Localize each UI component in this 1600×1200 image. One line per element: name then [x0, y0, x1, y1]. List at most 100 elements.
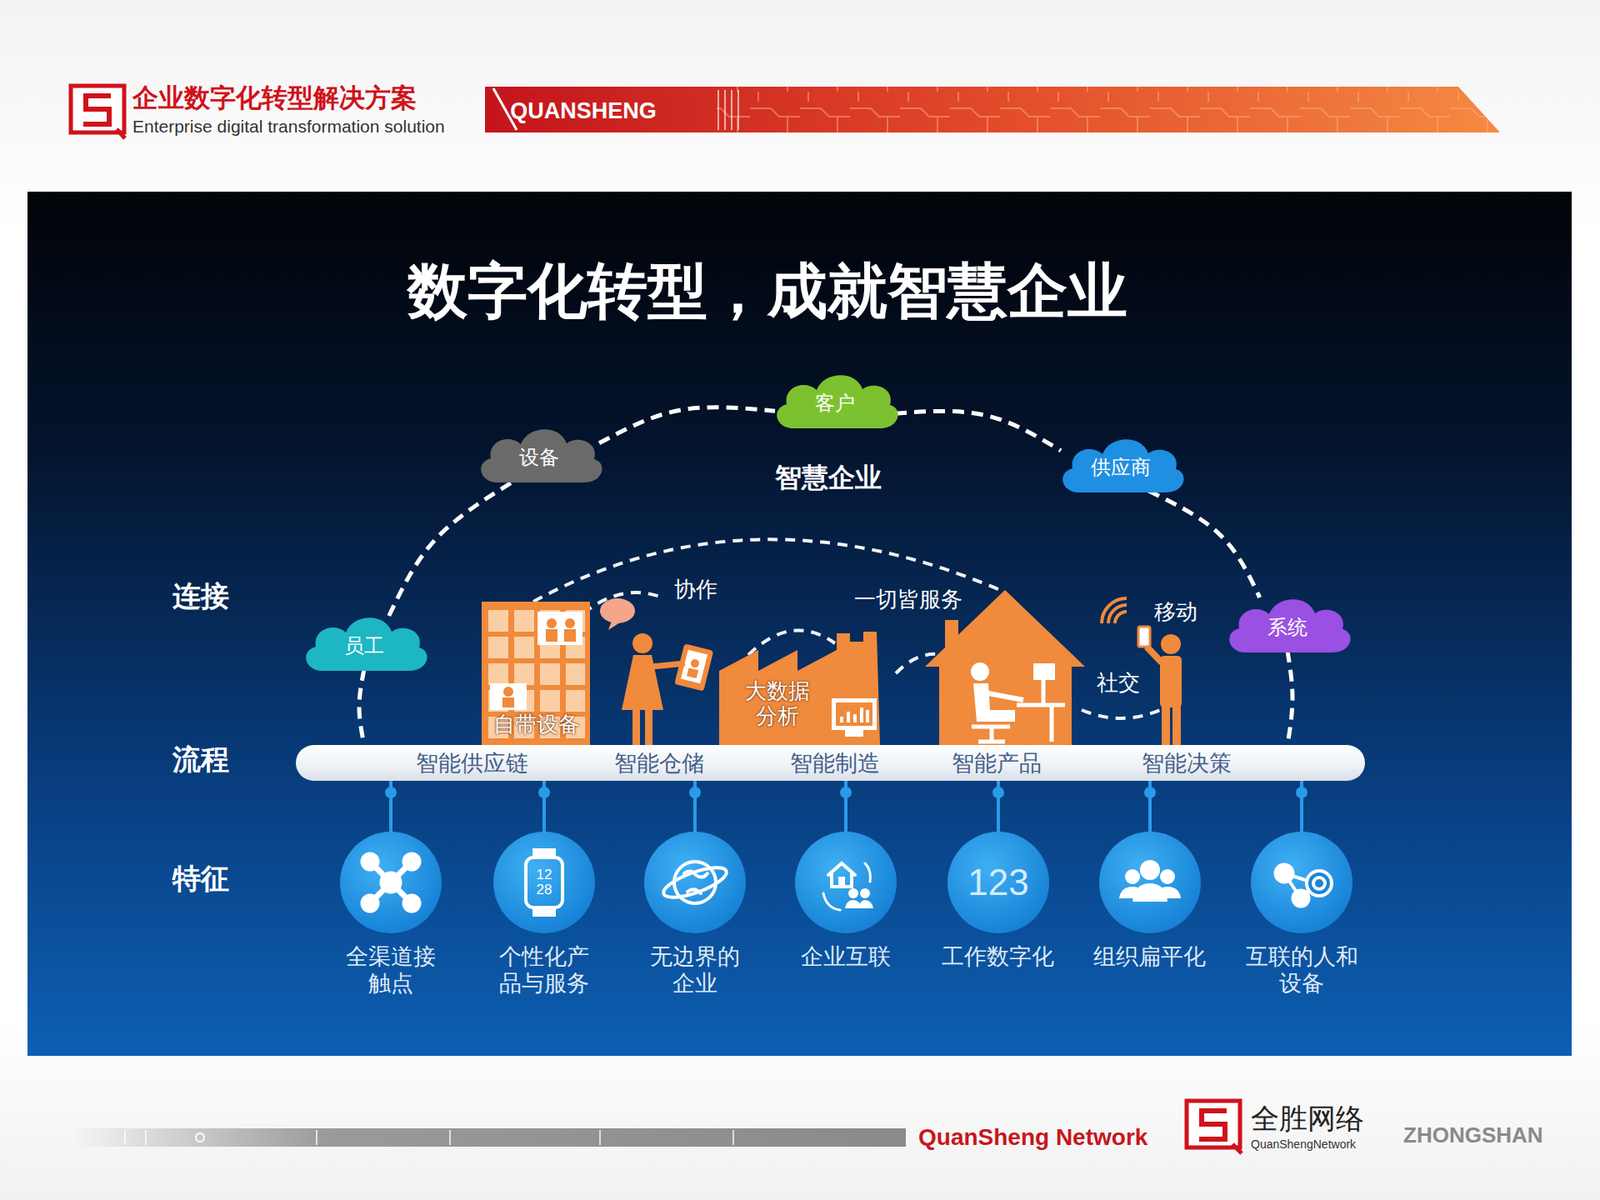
illustration-part [362, 854, 378, 870]
illustration-label: 自带设备 [493, 712, 580, 738]
feature-icon [1119, 860, 1181, 902]
illustration-part [838, 876, 845, 887]
feature-circle: 123 [947, 831, 1050, 934]
feature-caption: 无边界的 企业 [647, 943, 742, 998]
illustration-label: 一切皆服务 [854, 587, 963, 613]
illustration-part [502, 697, 515, 708]
illustration-part [1140, 860, 1160, 880]
illustration-part [600, 598, 635, 624]
illustration-part [486, 608, 585, 740]
illustration-part [686, 667, 699, 679]
illustration-part [831, 698, 877, 730]
factory-icon [719, 631, 880, 745]
feature-caption: 个性化产 品与服务 [496, 943, 591, 998]
illustration-part [1232, 1144, 1242, 1154]
icon-number: 123 [967, 861, 1029, 904]
woman-icon [600, 598, 714, 745]
illustration-part [1275, 865, 1293, 882]
illustration-part [970, 662, 1065, 742]
illustration-label: 协作 [674, 577, 718, 603]
footer-brand-cn: 全胜网络 [1250, 1102, 1365, 1135]
illustration-part [490, 683, 527, 710]
illustration-part [546, 618, 557, 629]
feature-caption: 组织扁平化 [1091, 943, 1209, 970]
header-logo [70, 85, 125, 139]
illustration-part [1306, 870, 1332, 896]
illustration-part [1081, 710, 1160, 719]
illustration-part [565, 618, 575, 629]
stem-dot [385, 786, 397, 799]
dashed-connector [599, 407, 775, 444]
footer-brand-small: QuanShengNetwork [1250, 1137, 1356, 1151]
illustration-part [925, 590, 1085, 745]
feature-circle [1099, 831, 1201, 934]
illustration-part [848, 888, 859, 899]
house-icon [925, 590, 1085, 745]
feature-icon-svg [644, 831, 746, 934]
cloud-label: 供应商 [1054, 430, 1188, 481]
feature-icon-svg [795, 831, 897, 934]
illustration-part [1108, 605, 1127, 624]
illustration-part [973, 683, 1015, 722]
illustration-label: 大数据 分析 [741, 679, 814, 730]
feature-icon [1275, 865, 1332, 906]
illustration-part [651, 663, 685, 667]
illustration-part [1138, 626, 1150, 647]
banner-brand: QUANSHENG [510, 98, 657, 125]
dashed-connector [359, 669, 365, 745]
illustration-part [1115, 611, 1127, 624]
feature-node: 企业互联 [770, 831, 921, 970]
feature-caption: 互联的人和 设备 [1241, 943, 1361, 998]
feature-node: 互联的人和 设备 [1226, 831, 1377, 998]
footer-brand: QuanSheng Network [918, 1124, 1148, 1151]
illustration-part [823, 863, 870, 910]
process-band: 智能供应链智能仓储智能制造智能产品智能决策 [295, 745, 1365, 781]
illustration-part [632, 633, 653, 654]
illustration-part [970, 662, 990, 681]
illustration-part [381, 873, 400, 892]
illustration-part [1313, 877, 1325, 890]
illustration-part [718, 90, 739, 130]
illustration-part [503, 686, 514, 697]
cloud-label: 员工 [297, 609, 431, 660]
feature-circle [1250, 831, 1353, 934]
illustration-part [860, 888, 870, 899]
cloud-node: 供应商 [1054, 430, 1188, 498]
center-label: 智慧企业 [775, 462, 882, 494]
diagram-title: 数字化转型，成就智慧企业 [407, 256, 1128, 326]
illustration-part [525, 857, 563, 908]
process-label: 智能制造 [790, 748, 880, 779]
illustration-part [1186, 1100, 1240, 1148]
building-icon [481, 601, 590, 745]
illustration-part [485, 86, 1500, 133]
feature-caption: 工作数字化 [940, 943, 1057, 970]
illustration-part [835, 702, 873, 726]
illustration-part [684, 870, 708, 894]
feature-node: 无边界的 企业 [620, 831, 770, 998]
feature-icon-svg [340, 831, 442, 934]
feature-icon-svg [1099, 831, 1201, 934]
illustration-part [481, 601, 590, 745]
illustration-part [1132, 883, 1168, 902]
illustration-part [828, 863, 855, 887]
illustration-part [719, 631, 880, 745]
dashed-connector [389, 480, 515, 616]
illustration-part [404, 895, 420, 911]
illustration-part [632, 710, 640, 745]
illustration-part [1160, 655, 1182, 708]
header-title: 企业数字化转型解决方案 [132, 83, 417, 114]
illustration-part [70, 85, 125, 133]
illustration-part [1160, 634, 1181, 655]
cloud-node: 设备 [472, 420, 606, 488]
process-label: 智能供应链 [415, 748, 529, 779]
header-banner [485, 86, 1500, 133]
cloud-node: 员工 [297, 609, 431, 676]
illustration-part [404, 854, 420, 870]
illustration-part [564, 629, 576, 642]
feature-circle [340, 831, 442, 934]
cloud-label: 客户 [768, 366, 902, 417]
illustration-part [1016, 676, 1065, 742]
feature-caption: 企业互联 [798, 943, 893, 970]
feature-circle: 12 28 [493, 831, 595, 934]
